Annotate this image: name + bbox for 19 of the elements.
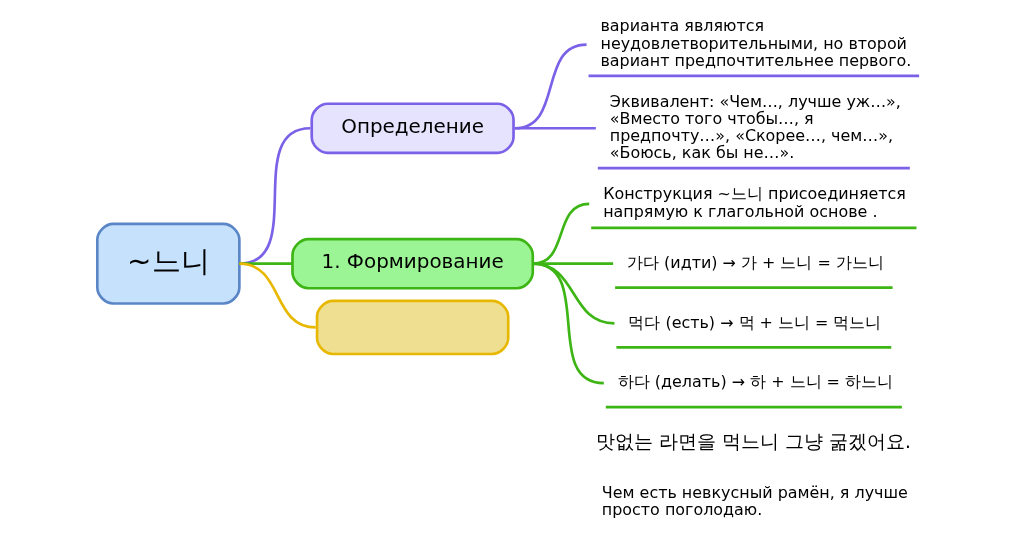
connector bbox=[239, 262, 316, 329]
label: Чем есть невкусный рамён, я лучше просто поголодаю. bbox=[601, 483, 908, 520]
connector bbox=[239, 126, 311, 265]
connector bbox=[514, 126, 596, 130]
node-box: 1. Формирование bbox=[291, 237, 535, 290]
connector bbox=[239, 262, 293, 265]
node-text: варианта являются неудовлетворительными, но второй вариант предпочтительнее первого. bbox=[600, 16, 912, 70]
node-text: 가다 (идти) → 가 + 느니 = 가느니 bbox=[627, 252, 884, 272]
connector bbox=[532, 262, 615, 325]
node-box: ~느니 bbox=[96, 222, 241, 305]
node-text: Конструкция ~느니 присоединяется напрямую к глагольной основе . bbox=[603, 184, 906, 221]
node-text: Эквивалент: «Чем…, лучше уж…», «Вместо того чтобы…, я предпочту…», «Скорее…, чем…», «Боюсь, как бы не…». bbox=[609, 91, 901, 163]
node-box: Определение bbox=[310, 102, 515, 155]
node-box bbox=[315, 299, 510, 356]
connector bbox=[532, 262, 605, 385]
connector bbox=[532, 262, 614, 265]
node-text: 하다 (делать) → 하 + 느니 = 하느니 bbox=[617, 372, 894, 392]
node-text: 먹다 (есть) → 먹 + 느니 = 먹느니 bbox=[628, 312, 882, 332]
label: 맛없는 라면을 먹느니 그냥 굶겠어요. bbox=[596, 430, 912, 452]
